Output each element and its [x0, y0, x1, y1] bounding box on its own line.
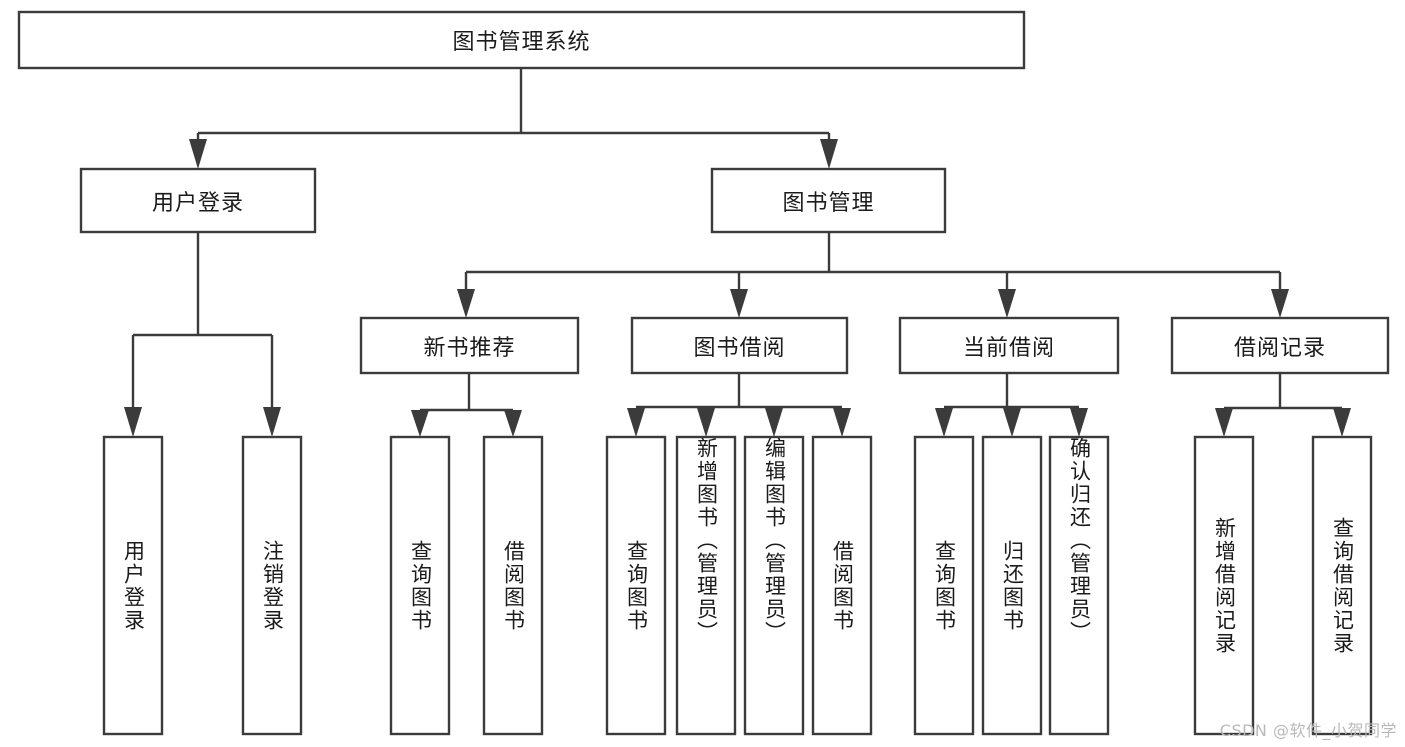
- leaf-box-book-borrow-2[interactable]: [743, 435, 805, 736]
- arrow-head-current-borrow: [998, 289, 1016, 318]
- arrow-head-book-manage: [820, 139, 838, 169]
- arrow-head-borrow-record-leaf-1: [1333, 408, 1351, 437]
- leaf-box-current-borrow-1[interactable]: [981, 435, 1043, 736]
- leaf-box-book-borrow-0[interactable]: [605, 435, 667, 736]
- node-box-root[interactable]: [17, 10, 1026, 70]
- node-box-borrow-record[interactable]: [1170, 316, 1390, 375]
- leaf-box-current-borrow-0[interactable]: [913, 435, 975, 736]
- arrow-head-user-login: [189, 139, 207, 169]
- node-box-current-borrow[interactable]: [898, 316, 1120, 375]
- arrow-head-book-borrow-leaf-1: [697, 408, 715, 437]
- leaf-box-book-borrow-3[interactable]: [811, 435, 873, 736]
- arrow-head-book-borrow-leaf-0: [627, 408, 645, 437]
- arrow-head-book-borrow-leaf-2: [765, 408, 783, 437]
- node-box-user-login[interactable]: [79, 167, 317, 234]
- arrow-head-user-login-leaf-0: [124, 407, 142, 437]
- arrow-head-user-login-leaf-1: [263, 407, 281, 437]
- arrow-head-book-borrow: [730, 289, 748, 318]
- node-box-book-manage[interactable]: [710, 167, 947, 234]
- arrow-head-book-borrow-leaf-3: [833, 408, 851, 437]
- leaf-box-user-login-0[interactable]: [102, 435, 164, 736]
- arrow-head-current-borrow-leaf-2: [1070, 408, 1088, 437]
- arrow-head-new-book-rec: [457, 289, 475, 318]
- node-box-book-borrow[interactable]: [630, 316, 849, 375]
- leaf-box-new-book-rec-1[interactable]: [482, 435, 544, 736]
- leaf-box-user-login-1[interactable]: [241, 435, 303, 736]
- arrow-head-borrow-record-leaf-0: [1215, 408, 1233, 437]
- arrow-head-current-borrow-leaf-1: [1003, 408, 1021, 437]
- leaf-box-borrow-record-1[interactable]: [1311, 435, 1373, 736]
- arrow-head-current-borrow-leaf-0: [935, 408, 953, 437]
- arrow-head-new-book-rec-leaf-1: [504, 410, 522, 437]
- arrow-head-new-book-rec-leaf-0: [411, 410, 429, 437]
- leaf-box-book-borrow-1[interactable]: [675, 435, 737, 736]
- leaf-box-borrow-record-0[interactable]: [1193, 435, 1255, 736]
- leaf-box-new-book-rec-0[interactable]: [389, 435, 451, 736]
- watermark-text: CSDN @软件_小贺同学: [1219, 721, 1397, 740]
- leaf-box-current-borrow-2[interactable]: [1048, 435, 1110, 736]
- arrow-head-borrow-record: [1271, 289, 1289, 318]
- node-box-new-book-rec[interactable]: [359, 316, 580, 375]
